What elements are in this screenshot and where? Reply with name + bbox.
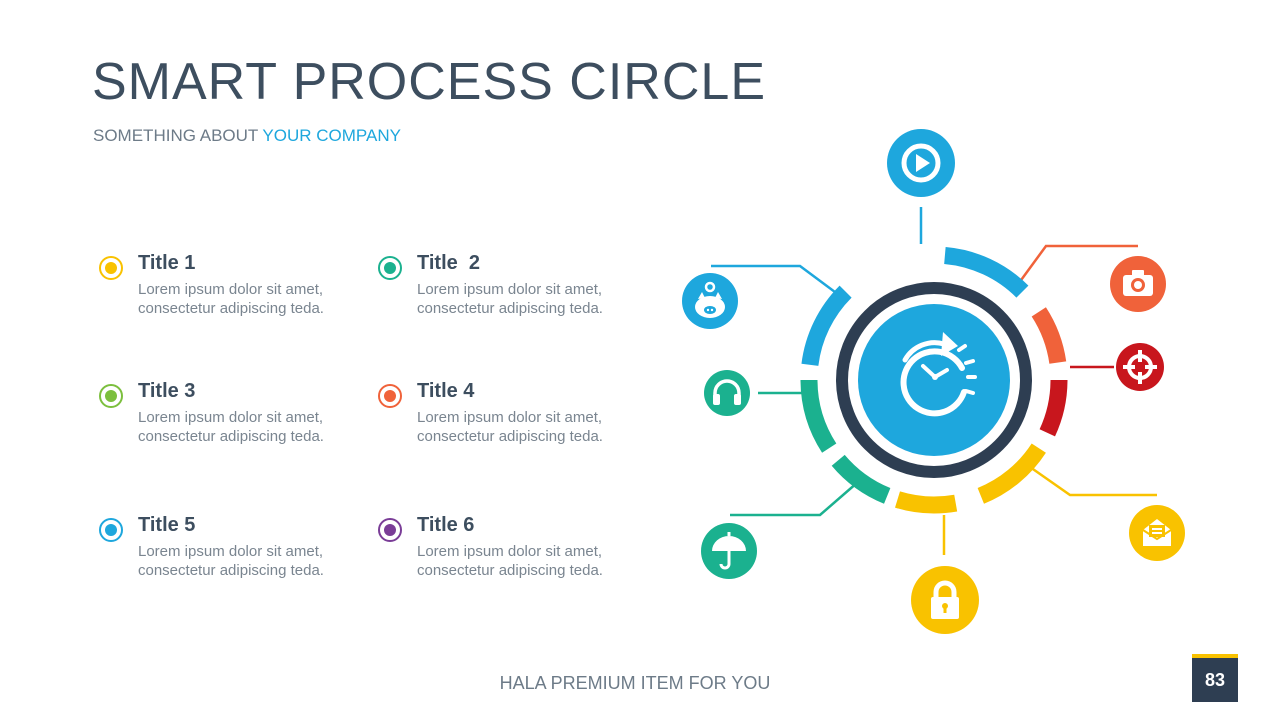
node-lock xyxy=(911,566,979,634)
item-title: Title 5 xyxy=(138,514,196,536)
arc-segment-red xyxy=(1039,379,1068,437)
node-camera xyxy=(1110,256,1166,312)
node-piggy-bank xyxy=(682,273,738,329)
bullet-marker-icon xyxy=(378,256,402,280)
page-number: 83 xyxy=(1192,654,1238,702)
envelope-icon xyxy=(1142,519,1172,546)
bullet-marker-icon xyxy=(99,384,123,408)
target-icon xyxy=(1123,350,1157,384)
center-disc xyxy=(858,304,1010,456)
node-target xyxy=(1116,343,1164,391)
connector-line-envelope xyxy=(1029,465,1157,497)
connector-line-camera xyxy=(1014,244,1138,288)
page-title: SMART PROCESS CIRCLE xyxy=(92,53,767,111)
arc-segment-orange xyxy=(1031,307,1067,365)
clock-refresh-icon xyxy=(900,332,977,417)
bullet-marker-icon xyxy=(378,518,402,542)
item-text: Lorem ipsum dolor sit amet, consectetur … xyxy=(417,543,603,579)
node-umbrella xyxy=(701,523,757,579)
item-text: Lorem ipsum dolor sit amet, consectetur … xyxy=(138,409,324,445)
item-title: Title 1 xyxy=(138,252,196,274)
node-envelope xyxy=(1129,505,1185,561)
node-play xyxy=(887,129,955,197)
lock-icon xyxy=(931,580,959,619)
headphones-icon xyxy=(713,379,741,405)
subtitle-accent: YOUR COMPANY xyxy=(262,126,401,145)
subtitle-prefix: SOMETHING ABOUT xyxy=(93,126,263,145)
arc-segment-yellow-bottom xyxy=(895,491,958,514)
arc-segment-blue-top xyxy=(943,247,1029,298)
arc-segment-yellow-right xyxy=(977,443,1046,504)
bullet-marker-icon xyxy=(378,384,402,408)
item-text: Lorem ipsum dolor sit amet, consectetur … xyxy=(138,543,324,579)
item-title: Title 3 xyxy=(138,380,196,402)
connector-line-piggy xyxy=(711,264,844,300)
arc-segment-green-left xyxy=(800,379,837,453)
play-icon xyxy=(901,143,941,183)
camera-icon xyxy=(1123,270,1153,296)
connector-lines xyxy=(711,207,1157,555)
footer-text: HALA PREMIUM ITEM FOR YOU xyxy=(499,673,771,693)
item-title: Title 2 xyxy=(417,252,480,274)
connector-line-umbrella xyxy=(730,481,859,517)
outer-arc-segments xyxy=(800,247,1068,514)
page-subtitle: SOMETHING ABOUT YOUR COMPANY xyxy=(93,126,401,146)
item-title: Title 6 xyxy=(417,514,475,536)
item-text: Lorem ipsum dolor sit amet, consectetur … xyxy=(417,281,603,317)
bullet-marker-icon xyxy=(99,518,123,542)
center-ring xyxy=(836,282,1032,478)
item-text: Lorem ipsum dolor sit amet, consectetur … xyxy=(417,409,603,445)
node-headphones xyxy=(704,370,750,416)
item-title: Title 4 xyxy=(417,380,475,402)
item-text: Lorem ipsum dolor sit amet, consectetur … xyxy=(138,281,324,317)
arc-segment-green-bottom xyxy=(831,454,891,504)
piggy-bank-icon xyxy=(695,281,725,318)
umbrella-icon xyxy=(712,532,746,570)
bullet-marker-icon xyxy=(99,256,123,280)
arc-segment-blue-left xyxy=(801,285,852,367)
